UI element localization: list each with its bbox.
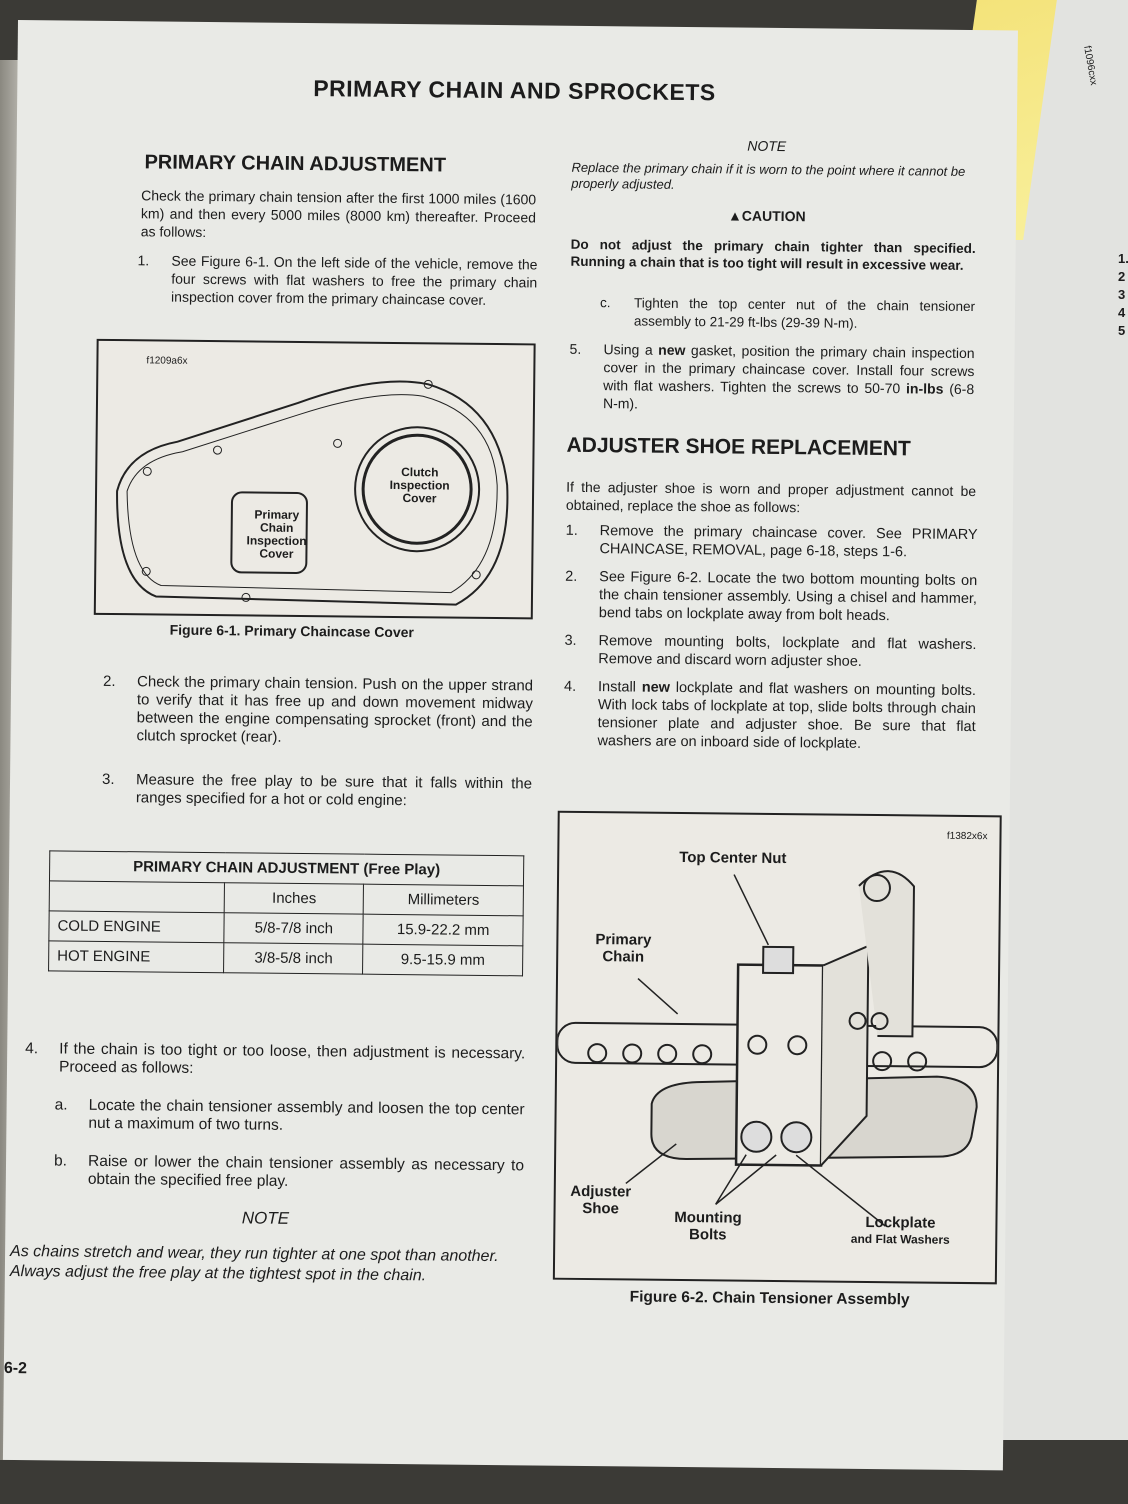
step-number: 1. <box>565 522 578 539</box>
section-heading-adjuster-shoe: ADJUSTER SHOE REPLACEMENT <box>566 433 911 461</box>
step-text: Using a new gasket, position the primary… <box>603 340 975 416</box>
table-cell: 3/8-5/8 inch <box>223 942 364 975</box>
label-adjuster-shoe: Adjuster Shoe <box>570 1182 632 1218</box>
label-flat-washers: and Flat Washers <box>850 1231 950 1247</box>
step-4b: b. Raise or lower the chain tensioner as… <box>54 1152 524 1193</box>
step-number: 5. <box>569 340 582 357</box>
chain-tensioner-drawing <box>556 870 999 1227</box>
text-run: Using a <box>603 341 659 358</box>
table-header-row: Inches Millimeters <box>49 880 524 916</box>
adjuster-step-4: 4. Install new lockplate and flat washer… <box>563 678 976 754</box>
step-text: If the chain is too tight or too loose, … <box>58 1040 526 1077</box>
neighbor-step: 3 <box>1118 287 1126 302</box>
text-bold: new <box>658 341 686 359</box>
table-cell: 5/8-7/8 inch <box>224 912 364 945</box>
label-lockplate: Lockplate and Flat Washers <box>835 1214 965 1249</box>
table-cell: 9.5-15.9 mm <box>362 944 523 976</box>
step-number: 4. <box>563 678 577 695</box>
label-primary-chain: Primary Chain <box>595 931 652 966</box>
manual-page: PRIMARY CHAIN AND SPROCKETS PRIMARY CHAI… <box>2 20 1018 1471</box>
warning-triangle-icon: ▲ <box>727 207 742 224</box>
step-number: 3. <box>564 632 577 649</box>
step-number: a. <box>54 1096 68 1114</box>
page-title: PRIMARY CHAIN AND SPROCKETS <box>313 75 716 106</box>
neighbor-step-list: 1. 2 3 4 5 <box>1118 250 1128 340</box>
step-4: 4. If the chain is too tight or too loos… <box>25 1040 525 1081</box>
step-text: See Figure 6-1. On the left side of the … <box>171 252 538 308</box>
adjuster-steps: 1. Remove the primary chaincase cover. S… <box>563 522 978 754</box>
step-2: 2. Check the primary chain tension. Push… <box>102 673 533 749</box>
step-number: 2. <box>102 672 116 691</box>
label-lockplate-title: Lockplate <box>865 1213 936 1232</box>
step-c: c. Tighten the top center nut of the cha… <box>600 294 975 334</box>
step-text: Remove the primary chaincase cover. See … <box>599 523 978 561</box>
chaincase-cover-drawing <box>116 379 509 606</box>
step-number: c. <box>599 295 611 311</box>
caution-text: Do not adjust the primary chain tighter … <box>570 236 976 273</box>
table-row: COLD ENGINE 5/8-7/8 inch 15.9-22.2 mm <box>48 910 524 946</box>
step-number: 4. <box>25 1040 39 1058</box>
neighbor-step: 5 <box>1118 323 1126 338</box>
step-text: Locate the chain tensioner assembly and … <box>88 1096 525 1134</box>
neighbor-step: 2 <box>1118 269 1126 284</box>
note-title: NOTE <box>241 1208 290 1228</box>
step-number: b. <box>53 1152 68 1170</box>
step-number: 2. <box>565 568 578 585</box>
note-title: NOTE <box>747 137 787 155</box>
text-bold: new <box>641 679 671 696</box>
label-top-center-nut: Top Center Nut <box>679 848 787 868</box>
neighbor-step: 4 <box>1118 305 1126 320</box>
step-3: 3. Measure the free play to be sure that… <box>102 771 532 812</box>
label-mounting-bolts: Mounting Bolts <box>674 1208 742 1244</box>
label-clutch-cover: Clutch Inspection Cover <box>389 465 450 506</box>
caution-heading: ▲CAUTION <box>728 207 806 224</box>
step-text: Check the primary chain tension. Push on… <box>136 673 534 746</box>
step-text: See Figure 6-2. Locate the two bottom mo… <box>598 569 978 625</box>
neighbor-page: f1096cxx 1. 2 3 4 5 <box>1000 0 1128 1440</box>
caution-title: CAUTION <box>741 207 806 225</box>
text-run: Install <box>597 679 642 696</box>
step-text: Measure the free play to be sure that it… <box>135 771 533 810</box>
step-number: 3. <box>101 770 115 789</box>
page-number: 6-2 <box>3 1359 28 1378</box>
figure-6-2-caption: Figure 6-2. Chain Tensioner Assembly <box>629 1288 910 1309</box>
column-header: Millimeters <box>363 884 524 916</box>
text-bold: in-lbs <box>905 380 944 397</box>
neighbor-figure-code: f1096cxx <box>1081 44 1099 87</box>
step-1: 1. See Figure 6-1. On the left side of t… <box>137 251 538 309</box>
column-header <box>49 880 225 913</box>
section-heading-adjustment: PRIMARY CHAIN ADJUSTMENT <box>144 151 447 177</box>
figure-6-1: f1209a6x Primary Chain Inspection Cover … <box>93 338 536 620</box>
table-row: HOT ENGINE 3/8-5/8 inch 9.5-15.9 mm <box>48 940 523 976</box>
note-text: As chains stretch and wear, they run tig… <box>9 1242 499 1285</box>
step-text: Tighten the top center nut of the chain … <box>633 295 976 331</box>
step-text: Remove mounting bolts, lockplate and fla… <box>598 633 977 670</box>
table-cell: HOT ENGINE <box>48 940 225 973</box>
step-5: 5. Using a new gasket, position the prim… <box>569 340 975 416</box>
figure-6-1-caption: Figure 6-1. Primary Chaincase Cover <box>169 621 415 641</box>
step-text: Raise or lower the chain tensioner assem… <box>87 1152 525 1190</box>
table-cell: COLD ENGINE <box>48 910 225 943</box>
step-number: 1. <box>137 252 150 269</box>
column-header: Inches <box>224 882 364 915</box>
label-inspection-cover: Primary Chain Inspection Cover <box>246 507 307 561</box>
table-title: PRIMARY CHAIN ADJUSTMENT (Free Play) <box>49 850 524 886</box>
free-play-table: PRIMARY CHAIN ADJUSTMENT (Free Play) Inc… <box>48 850 524 976</box>
adjuster-step-2: 2. See Figure 6-2. Locate the two bottom… <box>565 568 978 626</box>
adjuster-intro: If the adjuster shoe is worn and proper … <box>565 478 977 516</box>
step-text: Install new lockplate and flat washers o… <box>597 678 976 754</box>
intro-paragraph: Check the primary chain tension after th… <box>140 187 537 240</box>
step-4a: a. Locate the chain tensioner assembly a… <box>54 1096 525 1137</box>
note-text: Replace the primary chain if it is worn … <box>571 159 966 192</box>
adjuster-step-1: 1. Remove the primary chaincase cover. S… <box>565 522 978 562</box>
adjuster-step-3: 3. Remove mounting bolts, lockplate and … <box>564 632 976 672</box>
table-cell: 15.9-22.2 mm <box>363 914 524 946</box>
neighbor-step: 1. <box>1118 251 1128 266</box>
figure-6-2: f1382x6x <box>552 810 1002 1285</box>
